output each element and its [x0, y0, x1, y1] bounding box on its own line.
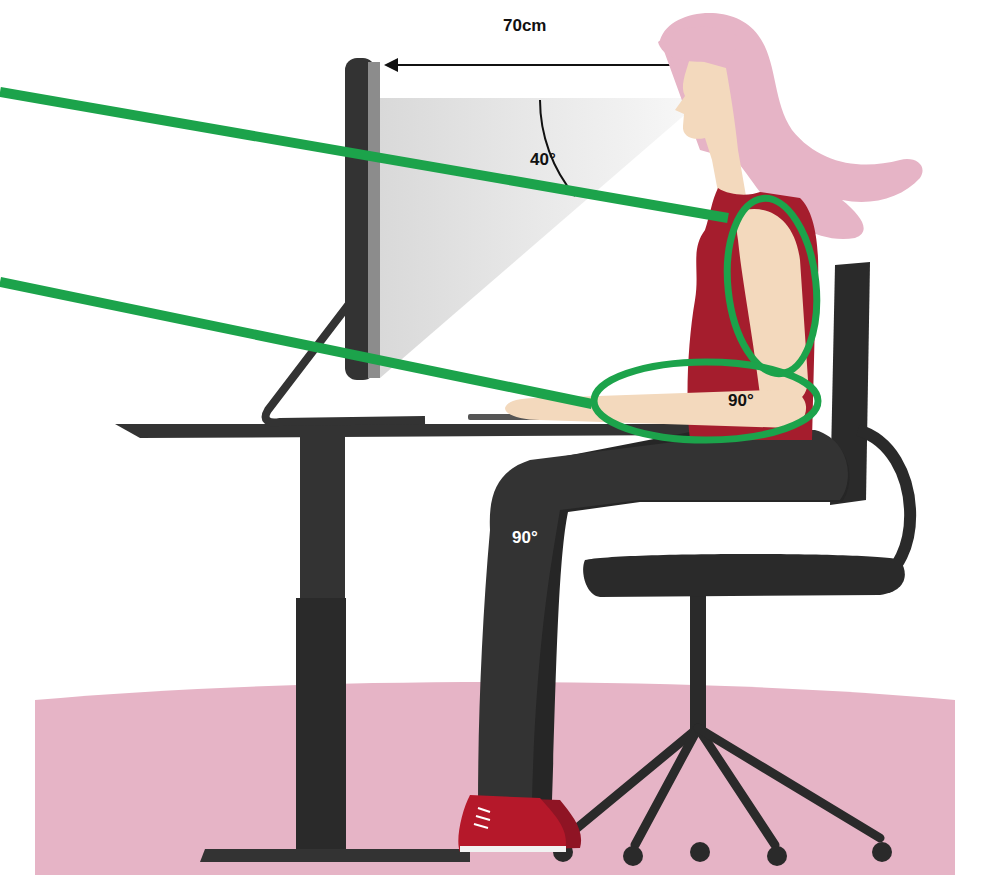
distance-line	[392, 64, 686, 66]
highlight-ellipse: 90°	[590, 358, 822, 444]
chair-seat	[583, 554, 905, 597]
chair-base	[565, 728, 880, 845]
chair-leg	[635, 728, 698, 845]
desk-column	[300, 436, 345, 601]
desk-column	[296, 598, 346, 852]
highlight-ellipse-outline	[594, 362, 818, 440]
chair-wheel	[690, 842, 710, 862]
shoe-laces	[474, 808, 490, 828]
angle-label: 90°	[728, 391, 754, 411]
chair-wheel	[767, 846, 787, 866]
shoe-lace	[474, 824, 488, 828]
trousers	[478, 430, 848, 805]
face	[675, 58, 746, 196]
shoe	[458, 795, 566, 852]
desk-foot	[200, 849, 470, 862]
chair-leg	[565, 728, 698, 838]
shoe-lace	[476, 816, 490, 820]
arrow-head	[384, 58, 398, 72]
angle-label: 90°	[512, 528, 538, 548]
shoe-lace	[478, 808, 490, 812]
hair-fringe	[658, 27, 742, 62]
chair-leg	[698, 728, 880, 838]
distance-label: 70cm	[503, 16, 546, 36]
pointer-line	[0, 92, 728, 218]
chair-wheel	[872, 842, 892, 862]
shoe-sole	[460, 846, 566, 852]
pointer-line	[0, 282, 592, 404]
chair-column	[690, 595, 706, 730]
monitor-screen	[368, 62, 380, 378]
chair-leg	[698, 728, 775, 845]
chair-wheel	[623, 846, 643, 866]
node-outline	[590, 358, 822, 444]
highlight-ellipse	[719, 194, 825, 378]
angle-label: 40°	[530, 150, 556, 170]
chair-wheels	[553, 842, 892, 866]
view-cone	[380, 98, 688, 378]
